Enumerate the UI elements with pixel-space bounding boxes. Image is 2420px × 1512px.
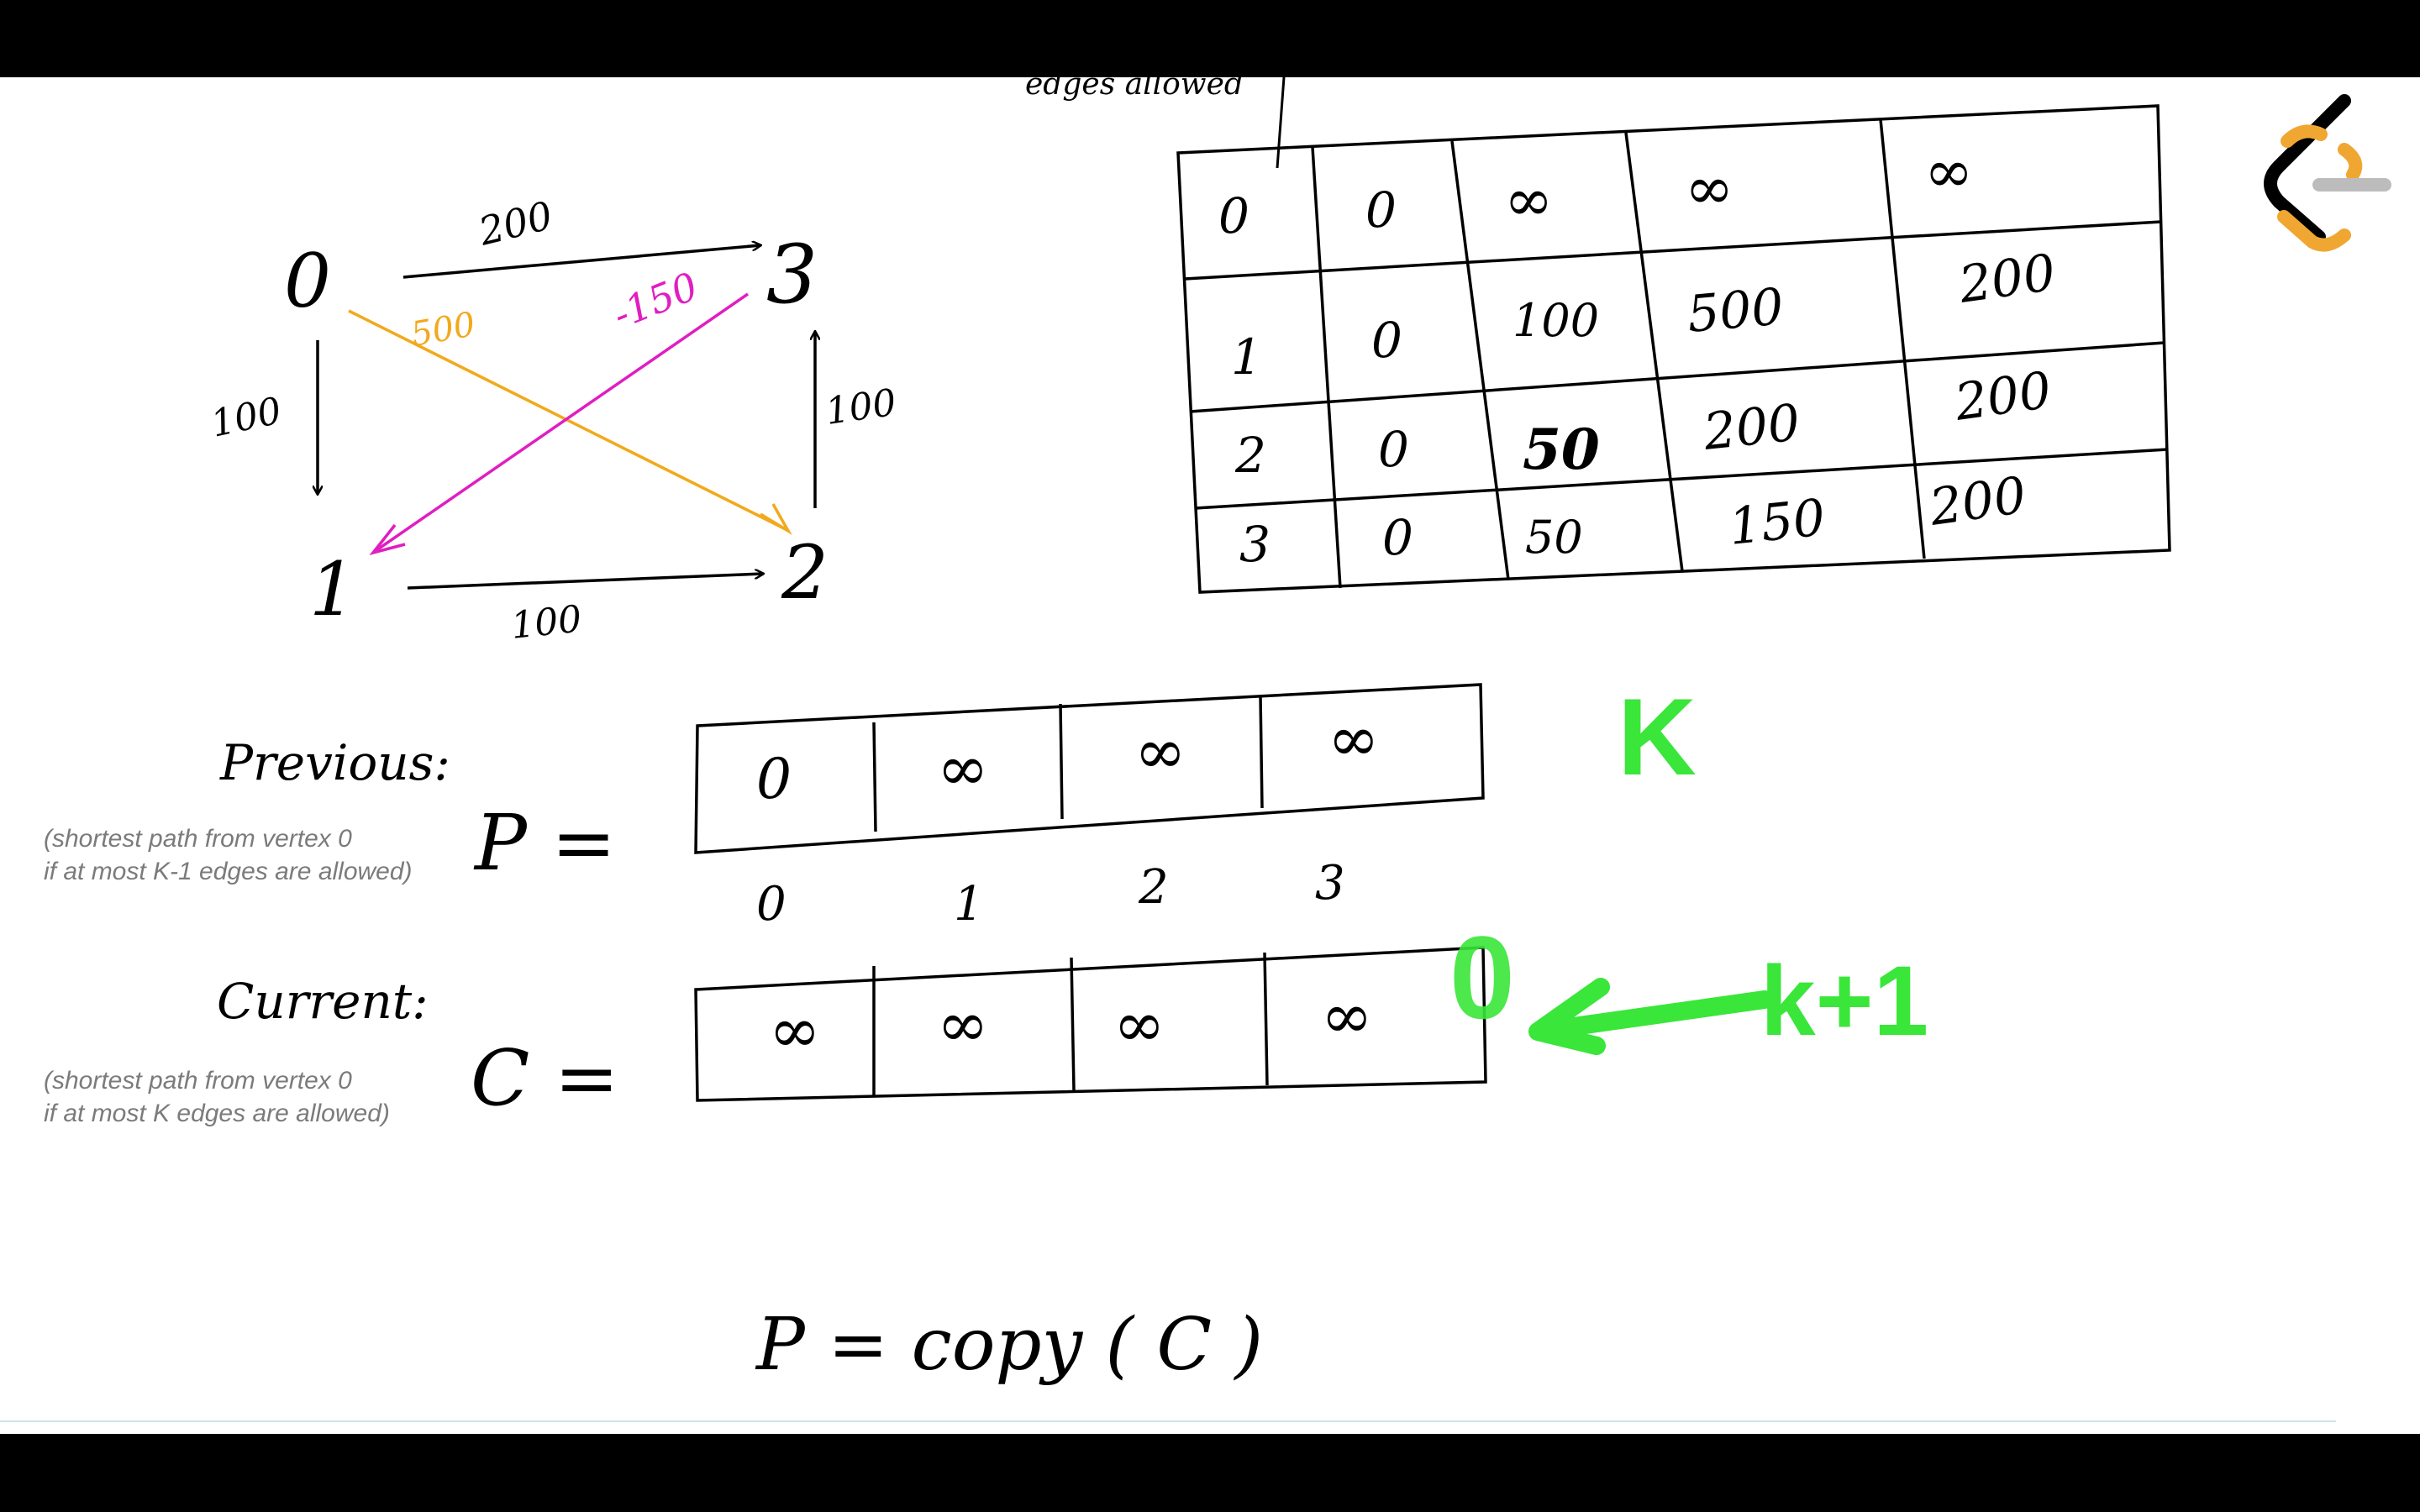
current-note-line2: if at most K edges are allowed) (44, 1100, 390, 1127)
dp-cell-r0-c3: ∞ (1685, 154, 1733, 223)
edge-0-3-weight: 200 (474, 192, 557, 255)
zero-marker: 0 (1449, 911, 1515, 1043)
dp-table-border (1176, 104, 2171, 594)
previous-cell-1: ∞ (937, 732, 989, 805)
dp-cell-r1-c4: 200 (1954, 244, 2059, 315)
whiteboard (0, 77, 2420, 1434)
logo-orange-top (2281, 124, 2363, 181)
dp-table-col-line (1624, 132, 1684, 572)
current-array-border (694, 946, 1487, 1102)
edge-0-1-weight: 100 (208, 389, 286, 445)
dp-cell-r0-c1: 0 (1365, 181, 1397, 239)
previous-index-1: 1 (954, 877, 984, 932)
dp-cell-r1-c0: 1 (1231, 328, 1262, 386)
dp-cell-r3-c0: 3 (1239, 516, 1270, 573)
edge-3-1-weight: -150 (607, 263, 704, 338)
previous-cell-3: ∞ (1328, 703, 1380, 775)
previous-cell-0: 0 (756, 747, 792, 811)
dp-table-col-line (1450, 140, 1510, 580)
current-array-divider (1070, 957, 1076, 1091)
k-label: K (1618, 675, 1697, 798)
dp-cell-r3-c2: 50 (1525, 511, 1583, 564)
copy-statement: P = copy ( C ) (755, 1303, 1263, 1387)
dp-cell-r1-c3: 500 (1685, 277, 1786, 344)
dp-table-col-line (1311, 146, 1342, 589)
dp-cell-r2-c3: 200 (1700, 393, 1802, 462)
current-array-divider (1263, 952, 1269, 1086)
dp-table-row-line (1194, 448, 2169, 510)
logo-black-bracket (2264, 94, 2351, 244)
dp-cell-r1-c1: 0 (1371, 312, 1402, 369)
dp-table-row-line (1189, 341, 2165, 413)
previous-section: Previous: (shortest path from vertex 0 i… (44, 683, 1485, 932)
previous-array-name: P = (473, 798, 616, 888)
edge-0-2-arrowhead (760, 503, 792, 535)
leetcode-logo-icon (2264, 94, 2391, 252)
k-plus-one-label: k+1 (1760, 946, 1928, 1057)
dp-cell-r0-c4: ∞ (1924, 137, 1973, 206)
dp-cell-r2-c2: 50 (1523, 417, 1600, 482)
previous-array-box (694, 683, 1485, 854)
graph-node-2: 2 (781, 529, 829, 616)
edge-3-1 (376, 292, 749, 552)
highlight-annotations: K 0 k+1 (1449, 675, 1928, 1057)
dp-table-row-line (1184, 220, 2162, 281)
dp-table-col-line (1879, 118, 1926, 559)
dp-table-cells: 0 0 ∞ ∞ ∞ 1 0 100 500 200 2 0 50 200 200… (1218, 137, 2060, 573)
current-array-name: C = (471, 1033, 619, 1123)
dp-cell-r3-c1: 0 (1382, 509, 1413, 566)
edge-2-3-weight: 100 (823, 381, 898, 433)
dp-cell-r3-c3: 150 (1726, 488, 1828, 557)
table-header-divider (1276, 76, 1286, 169)
board-bottom-line (0, 1420, 2336, 1422)
current-cell-1: ∞ (937, 989, 989, 1061)
logo-orange-bottom (2277, 210, 2351, 252)
dp-cell-r1-c2: 100 (1512, 294, 1599, 347)
graph-node-3: 3 (766, 228, 818, 322)
previous-array-cells: 0 ∞ ∞ ∞ (756, 703, 1380, 811)
previous-array-divider (872, 722, 877, 832)
current-cell-3: ∞ (1321, 980, 1373, 1053)
current-cell-2: ∞ (1113, 989, 1165, 1061)
dp-cell-r0-c0: 0 (1218, 187, 1249, 244)
previous-index-0: 0 (756, 877, 786, 932)
current-section: Current: (shortest path from vertex 0 if… (44, 946, 1487, 1127)
previous-note-line2: if at most K-1 edges are allowed) (44, 858, 413, 885)
edge-1-2-weight: 100 (509, 597, 584, 647)
previous-array-indices: 0 1 2 3 (756, 856, 1345, 932)
edge-1-2 (407, 574, 763, 590)
dp-cell-r2-c4: 200 (1950, 361, 2054, 433)
graph-node-0: 0 (284, 238, 331, 324)
graph-node-1: 1 (309, 546, 356, 633)
dp-table (1176, 104, 2171, 594)
previous-array-divider (1259, 695, 1264, 809)
previous-array-border (694, 683, 1485, 854)
previous-title: Previous: (219, 734, 450, 791)
k-plus-one-arrow (1528, 978, 1774, 1055)
edges-allowed-label: edges allowed (1025, 67, 1244, 102)
edge-0-3 (402, 245, 760, 279)
current-array-box (694, 946, 1487, 1102)
dp-cell-r3-c4: 200 (1925, 466, 2029, 538)
edge-0-2-weight: 500 (408, 305, 478, 354)
previous-index-3: 3 (1315, 856, 1345, 911)
previous-cell-2: ∞ (1134, 716, 1186, 788)
current-note-line1: (shortest path from vertex 0 (44, 1067, 352, 1095)
current-title: Current: (217, 973, 429, 1030)
current-array-cells: ∞ ∞ ∞ ∞ (769, 980, 1373, 1067)
graph: 0 1 2 3 200 100 100 100 500 -150 (208, 192, 899, 648)
edge-3-1-arrowhead (369, 523, 406, 556)
dp-cell-r2-c0: 2 (1234, 427, 1266, 484)
dp-cell-r2-c1: 0 (1378, 421, 1409, 478)
current-cell-0: ∞ (769, 995, 821, 1067)
previous-index-2: 2 (1138, 860, 1169, 915)
previous-array-divider (1059, 703, 1064, 820)
dp-cell-r0-c2: ∞ (1504, 165, 1553, 234)
previous-note-line1: (shortest path from vertex 0 (44, 825, 352, 853)
